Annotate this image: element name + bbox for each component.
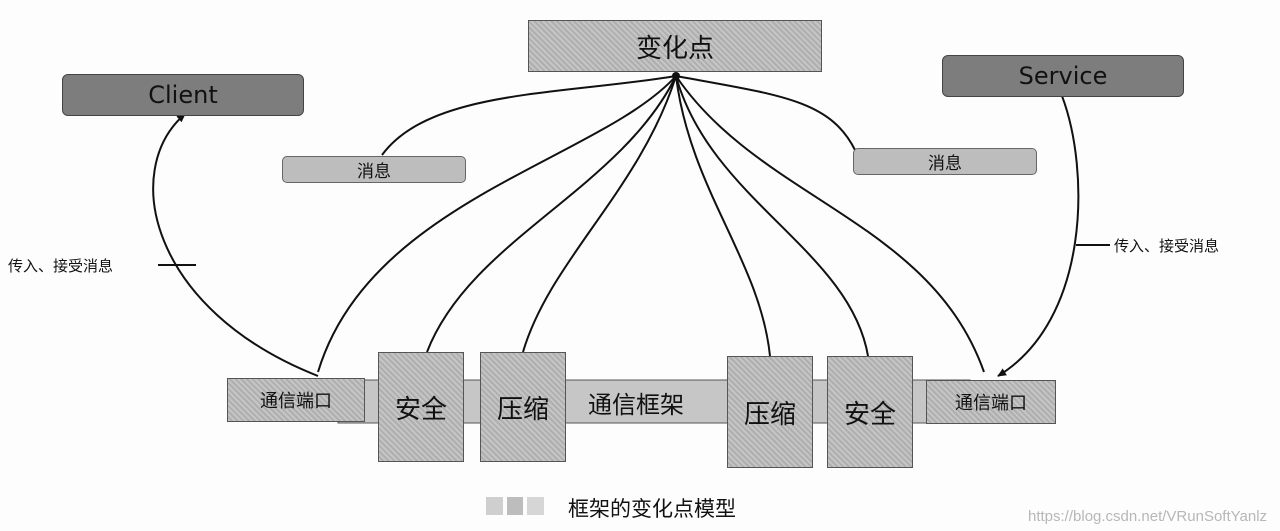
port-left-box: 通信端口 [227,378,365,422]
client-box: Client [62,74,304,116]
security-right-label: 安全 [843,399,896,430]
link-to-security-right [675,75,869,357]
arrow-port-to-client [152,113,319,377]
message-right-box: 消息 [853,148,1037,175]
message-left-label: 消息 [357,162,391,182]
framework-label: 通信框架 [588,391,684,419]
port-right-label: 通信端口 [955,393,1027,414]
io-label-left: 传入、接受消息 [8,257,114,275]
security-left-box: 安全 [378,352,464,462]
service-box: Service [942,55,1184,97]
link-to-message-left [381,75,677,156]
caption-figure-mark [486,497,545,515]
link-to-security-left [426,75,677,353]
change-point-box: 变化点 [528,20,822,72]
port-right-box: 通信端口 [926,380,1056,424]
link-to-port-left [317,75,677,373]
watermark: https://blog.csdn.net/VRunSoftYanlz [1028,508,1268,525]
link-to-compress-right [675,75,771,357]
figure-caption: 框架的变化点模型 [568,497,736,521]
compress-left-box: 压缩 [480,352,566,462]
compress-right-box: 压缩 [727,356,813,468]
link-to-compress-left [522,75,677,353]
compress-left-label: 压缩 [496,394,549,425]
message-right-label: 消息 [928,154,962,174]
hub-dot [672,72,680,80]
change-point-label: 变化点 [635,33,714,64]
arrow-service-to-port [997,95,1080,377]
link-to-message-right [675,75,856,151]
message-left-box: 消息 [282,156,466,183]
io-label-right: 传入、接受消息 [1114,237,1220,255]
link-to-port-right [675,75,985,373]
compress-right-label: 压缩 [743,399,796,430]
client-label: Client [148,81,218,109]
service-label: Service [1018,62,1108,90]
port-left-label: 通信端口 [260,391,332,412]
security-right-box: 安全 [827,356,913,468]
security-left-label: 安全 [394,394,447,425]
